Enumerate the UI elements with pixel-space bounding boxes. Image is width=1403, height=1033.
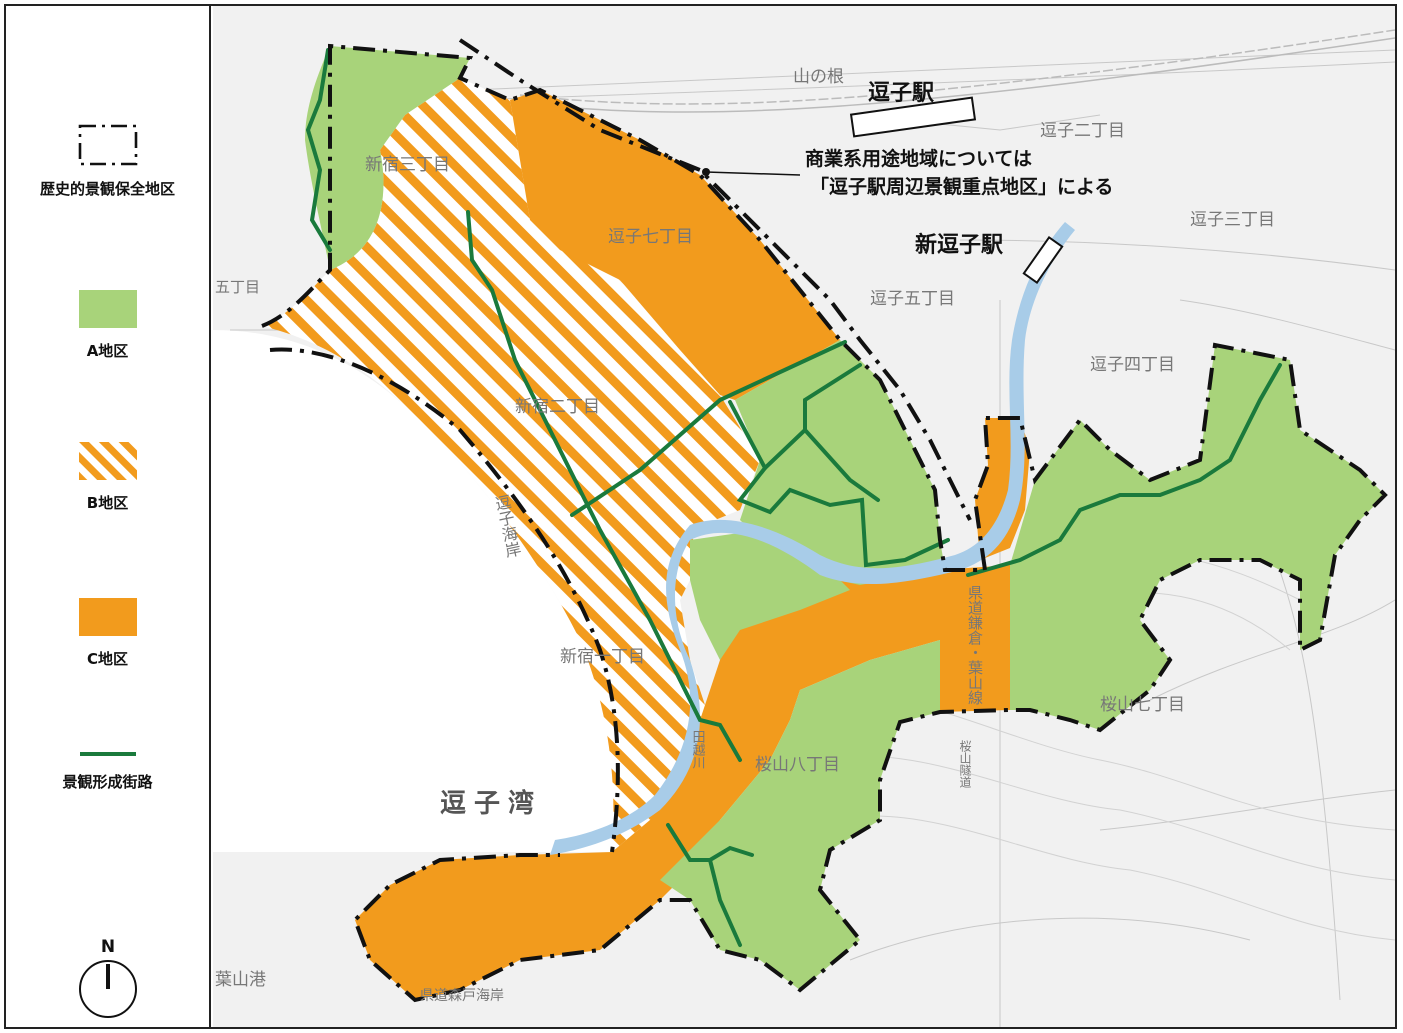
label-shinjuku1: 新宿一丁目: [560, 647, 645, 667]
shin-zushi-station-marker: [1022, 235, 1064, 285]
shin-zushi-station-label: 新逗子駅: [915, 232, 1003, 258]
bay-water: [213, 330, 615, 852]
map-svg: 逗子駅 新逗子駅 商業系用途地域については 「逗子駅周辺景観重点地区」による 逗…: [213, 6, 1395, 1027]
legend-street: 景観形成街路: [6, 744, 209, 792]
label-kendo-moriya: 県道森戸海岸: [420, 988, 504, 1004]
legend-b: B地区: [6, 442, 209, 513]
a-swatch-icon: [78, 290, 137, 328]
district-a-northwest: [305, 46, 470, 270]
historic-boundary: [261, 38, 1388, 1003]
label-tagoegawa: 田越川: [690, 730, 706, 769]
north-label: N: [100, 937, 114, 957]
landscape-streets: [305, 48, 1282, 947]
label-shinjuku3: 新宿三丁目: [365, 155, 450, 175]
label-zushi3: 逗子三丁目: [1190, 210, 1275, 230]
zushi-station-marker: [849, 96, 977, 138]
legend-panel: 歴史的景観保全地区 A地区 B地区 C地区 景観形成街路 N: [6, 6, 211, 1027]
annotation-line1: 商業系用途地域については: [805, 147, 1032, 170]
label-zushi4: 逗子四丁目: [1090, 355, 1175, 375]
map-labels: 逗子駅 新逗子駅 商業系用途地域については 「逗子駅周辺景観重点地区」による 逗…: [440, 81, 1113, 819]
label-sakurayama-tunnel: 桜山隧道: [958, 740, 972, 788]
label-sakurayama7: 桜山七丁目: [1100, 695, 1185, 715]
annotation-line2: 「逗子駅周辺景観重点地区」による: [810, 175, 1113, 198]
legend-historic-label: 歴史的景観保全地区: [39, 180, 175, 198]
label-shinjuku2: 新宿二丁目: [515, 397, 600, 417]
c-swatch-icon: [78, 598, 137, 636]
north-arrow-icon: N: [78, 937, 137, 1018]
label-hayama-port: 葉山港: [215, 970, 266, 990]
legend-a: A地区: [6, 290, 209, 361]
annotation-leader: [705, 171, 801, 176]
district-a-central: [735, 340, 945, 585]
legend-c-label: C地区: [86, 650, 128, 668]
legend-c: C地区: [6, 598, 209, 669]
hatch-swatch-icon: [78, 442, 137, 480]
district-b: [262, 78, 760, 852]
map-frame: [4, 4, 1397, 1029]
district-c-north: [510, 90, 840, 400]
district-c-south: [355, 565, 1010, 1000]
label-zushi7: 逗子七丁目: [608, 227, 693, 247]
map-area: 逗子駅 新逗子駅 商業系用途地域については 「逗子駅周辺景観重点地区」による 逗…: [213, 6, 1395, 1027]
north-arrow: N: [6, 934, 209, 1028]
bay-label: 逗子湾: [440, 788, 542, 819]
legend-a-label: A地区: [86, 342, 129, 360]
label-yamanone: 山の根: [793, 67, 844, 87]
zushi-station-label: 逗子駅: [868, 81, 934, 106]
district-a-east: [1010, 345, 1385, 730]
dash-dot-rect-icon: [78, 124, 137, 166]
place-labels: 逗子七丁目 逗子五丁目 逗子四丁目 逗子三丁目 逗子二丁目 新宿一丁目 新宿二丁…: [215, 67, 1275, 1004]
street-line-icon: [79, 752, 136, 756]
legend-b-label: B地区: [86, 494, 129, 512]
label-zushi5: 逗子五丁目: [870, 289, 955, 309]
label-sakurayama8: 桜山八丁目: [755, 755, 840, 775]
legend-historic: 歴史的景観保全地区: [6, 124, 209, 199]
annotation-dot: [702, 168, 710, 176]
label-zushi2: 逗子二丁目: [1040, 121, 1125, 141]
vertical-labels: 逗子海岸 田越川 県道鎌倉・葉山線 桜山隧道: [491, 493, 984, 788]
label-route: 県道鎌倉・葉山線: [966, 585, 984, 705]
district-a-south: [660, 640, 940, 990]
railway: [519, 29, 1395, 113]
label-go-chome: 五丁目: [215, 278, 260, 296]
legend-street-label: 景観形成街路: [62, 773, 153, 791]
